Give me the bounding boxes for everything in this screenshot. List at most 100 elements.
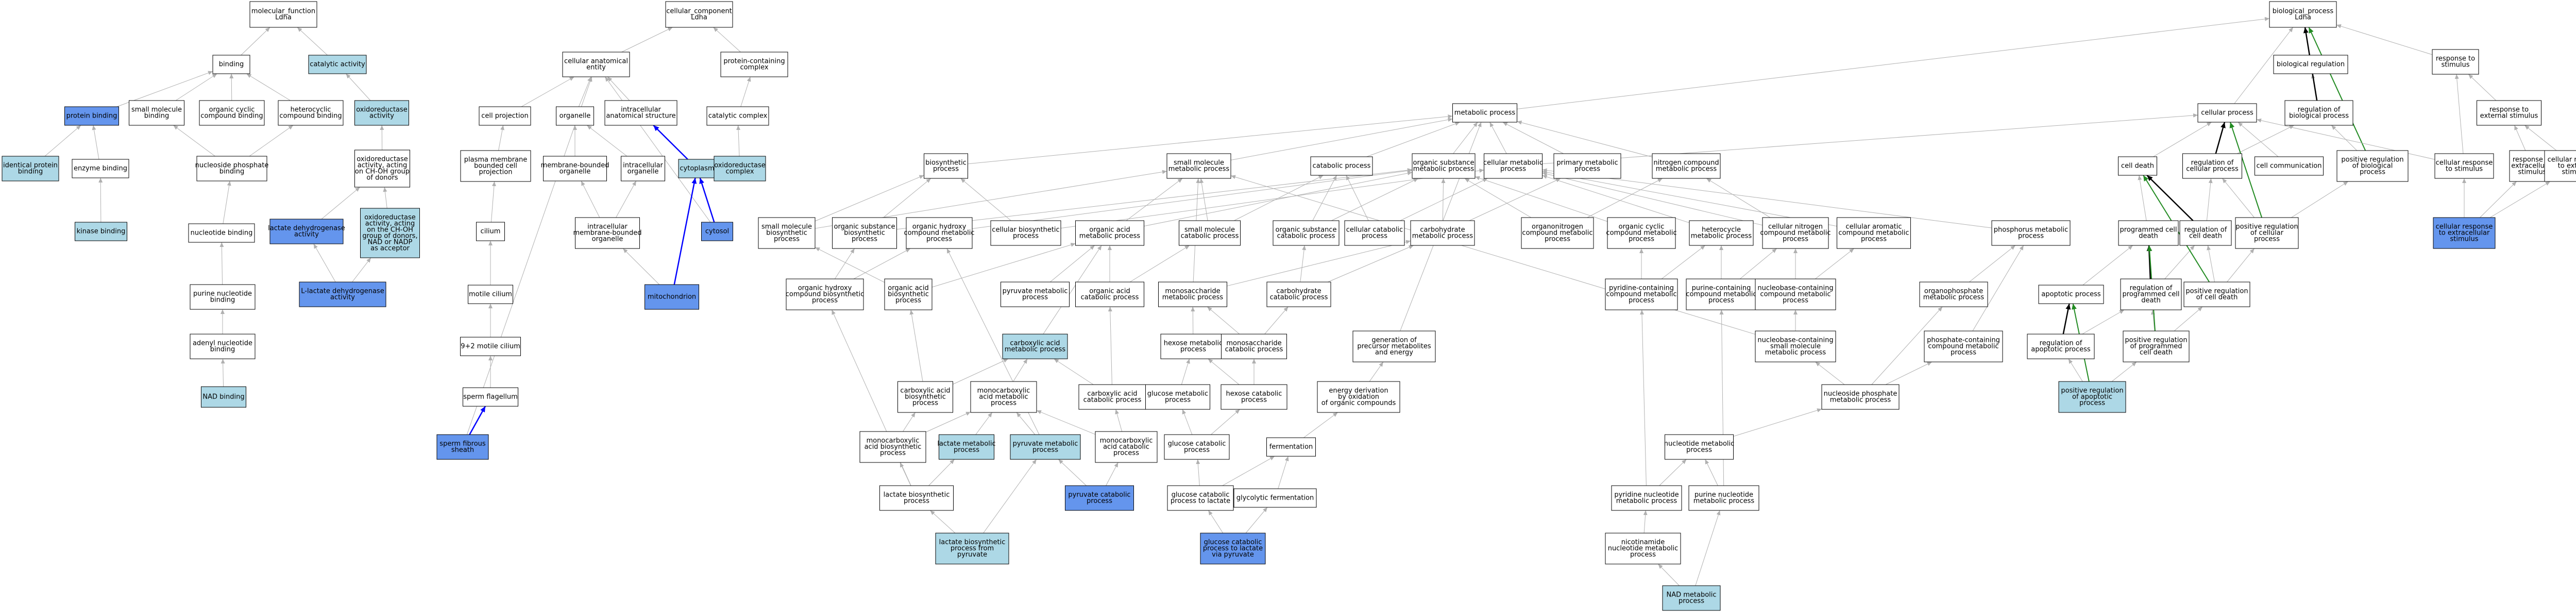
go-term-motile-cilium[interactable]: motile cilium bbox=[468, 285, 513, 304]
go-term-biological-regulation[interactable]: biological regulation bbox=[2273, 55, 2348, 74]
go-term-apoptotic-process[interactable]: apoptotic process bbox=[2038, 285, 2104, 304]
go-term-protein-binding[interactable]: protein binding bbox=[64, 106, 119, 126]
go-term-cytosol[interactable]: cytosol bbox=[701, 222, 733, 241]
go-term-catalytic-complex[interactable]: catalytic complex bbox=[706, 106, 769, 126]
go-term-cilium[interactable]: cilium bbox=[476, 222, 505, 241]
go-term-sperm-flagellum[interactable]: sperm flagellum bbox=[463, 387, 518, 407]
go-term-catalytic[interactable]: catalytic activity bbox=[308, 55, 367, 74]
go-term-nine-two-cilium[interactable]: 9+2 motile cilium bbox=[460, 337, 521, 356]
go-term-cell-death[interactable]: cell death bbox=[2118, 156, 2157, 176]
go-term-cell-communication[interactable]: cell communication bbox=[2255, 156, 2324, 176]
go-term-cellular-process[interactable]: cellular process bbox=[2197, 103, 2257, 123]
go-term-mitochondrion[interactable]: mitochondrion bbox=[645, 284, 699, 310]
go-term-catabolic-process[interactable]: catabolic process bbox=[1310, 156, 1373, 176]
go-term-fermentation[interactable]: fermentation bbox=[1266, 437, 1316, 457]
go-term-cell-projection[interactable]: cell projection bbox=[479, 106, 531, 126]
go-term-glycolytic-fermentation[interactable]: glycolytic fermentation bbox=[1233, 488, 1317, 508]
go-term-metabolic-process[interactable]: metabolic process bbox=[1452, 103, 1517, 123]
go-term-kinase-binding[interactable]: kinase binding bbox=[75, 222, 127, 241]
go-term-enzyme-binding[interactable]: enzyme binding bbox=[72, 159, 129, 178]
go-term-nucleotide-binding[interactable]: nucleotide binding bbox=[188, 223, 255, 243]
